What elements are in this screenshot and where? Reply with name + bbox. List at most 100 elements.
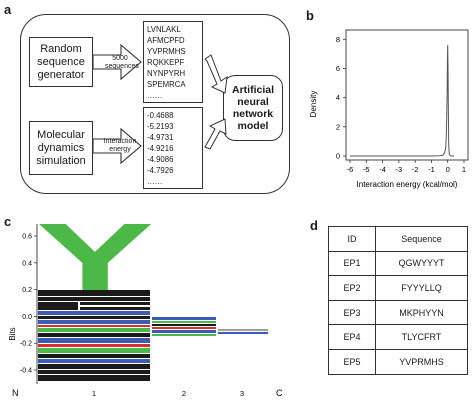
table-row: EP4 TLYCFRT — [328, 324, 468, 350]
random-generator-box: Random sequence generator — [29, 37, 93, 87]
header-id: ID — [328, 226, 376, 252]
arrow-bottom-label: Interaction energy — [103, 138, 137, 153]
logo-letter-band — [38, 354, 150, 358]
logo-letter-band — [152, 324, 216, 326]
energy-item: -0.4688 — [147, 111, 174, 120]
x-tick-label: -6 — [347, 165, 354, 174]
cell-id: EP5 — [328, 348, 376, 375]
header-sequence: Sequence — [375, 226, 468, 252]
logo-letter-band — [38, 311, 150, 315]
y-tick-label: 0.4 — [22, 260, 32, 267]
arrow-shape — [204, 54, 228, 94]
logo-letter-band — [38, 348, 150, 353]
panel-b-letter: b — [306, 8, 314, 23]
cell-id: EP3 — [328, 299, 376, 326]
arrow-top-label: 5000 sequences — [105, 55, 139, 70]
logo-letter-band — [38, 328, 150, 332]
logo-letter-band — [38, 302, 78, 310]
logo-letter-band — [38, 316, 150, 319]
logo-letter-band — [38, 375, 150, 381]
logo-letter-band — [38, 364, 150, 369]
cell-sequence: YVPRMHS — [375, 348, 468, 375]
n-terminus-label: N — [12, 388, 19, 396]
logo-letter-band — [38, 333, 150, 337]
logo-letter-band — [152, 317, 216, 320]
sequence-item: …… — [147, 91, 163, 100]
cell-sequence: TLYCFRT — [375, 324, 468, 350]
logo-letter-band — [38, 359, 150, 363]
logo-letter-band — [38, 325, 150, 327]
x-tick-label: -3 — [396, 165, 403, 174]
y-tick-label: 2 — [336, 122, 340, 131]
cell-id: EP1 — [328, 250, 376, 277]
sequence-item: LVNLAKL — [147, 25, 181, 34]
cell-id: EP2 — [328, 275, 376, 301]
panel-d-letter: d — [310, 218, 318, 233]
logo-letter-band — [38, 344, 150, 347]
logo-letter-band — [80, 307, 150, 310]
density-curve — [350, 45, 455, 157]
table-row: EP5 YVPRMHS — [328, 348, 468, 375]
c-terminus-label: C — [276, 388, 283, 396]
y-axis-label: Density — [309, 91, 318, 118]
plot-frame — [345, 29, 469, 161]
md-simulation-box: Molecular dynamics simulation — [29, 121, 93, 175]
table-row: EP3 MKPHYYN — [328, 299, 468, 326]
arrow-shape — [204, 118, 227, 150]
logo-letter-band — [38, 297, 150, 301]
panel-a-letter: a — [4, 2, 12, 17]
y-tick-label: 8 — [336, 35, 340, 44]
cell-sequence: QGWYYYT — [375, 250, 468, 277]
cell-sequence: MKPHYYN — [375, 299, 468, 326]
cell-id: EP4 — [328, 324, 376, 350]
cell-sequence: FYYYLLQ — [375, 275, 468, 301]
energy-item: -4.7926 — [147, 166, 174, 175]
y-tick-label: -0.4 — [20, 368, 32, 375]
logo-letter-band — [152, 334, 216, 336]
logo-letter-band — [38, 290, 150, 296]
sequence-item: RQKKEPF — [147, 58, 185, 67]
y-axis-label: Bits — [8, 327, 17, 340]
ann-model-label: Artificial neural network model — [231, 84, 274, 132]
sequence-list: LVNLAKL AFMCPFD YVPRMHS RQKKEPF NYNPYRH … — [143, 21, 203, 103]
panel-c-letter: c — [4, 214, 12, 229]
ann-model-box: Artificial neural network model — [223, 75, 283, 141]
logo-letter-band — [38, 320, 150, 324]
y-tick-label: -0.2 — [20, 341, 32, 348]
logo-letter-band — [152, 321, 216, 323]
y-tick-label: 0.2 — [22, 287, 32, 294]
table-header-row: ID Sequence — [328, 226, 468, 252]
energy-item: …… — [147, 177, 163, 186]
energy-item: -4.9216 — [147, 144, 174, 153]
position-label: 1 — [92, 389, 96, 396]
y-tick-label: 0.0 — [22, 314, 32, 321]
sequence-item: AFMCPFD — [147, 36, 185, 45]
logo-letter-band — [218, 332, 268, 334]
logo-letter-band — [38, 370, 150, 374]
md-simulation-label: Molecular dynamics simulation — [36, 128, 86, 167]
random-generator-label: Random sequence generator — [37, 42, 85, 81]
logo-letter-band — [152, 327, 216, 329]
y-tick-label: 4 — [336, 93, 340, 102]
sequence-table: ID Sequence EP1 QGWYYYT EP2 FYYYLLQ EP3 … — [328, 226, 468, 375]
x-tick-label: -4 — [379, 165, 386, 174]
x-tick-label: -1 — [428, 165, 435, 174]
x-tick-label: 0 — [446, 165, 450, 174]
position-label: 3 — [240, 389, 244, 396]
energy-item: -5.2193 — [147, 122, 174, 131]
logo-letter-band — [38, 338, 150, 343]
table-row: EP1 QGWYYYT — [328, 250, 468, 277]
logo-letter-band — [152, 330, 216, 333]
arrows-layer — [92, 43, 228, 165]
logo-letter-band — [218, 329, 268, 331]
table-row: EP2 FYYYLLQ — [328, 275, 468, 301]
energy-item: -4.9731 — [147, 133, 174, 142]
energy-list: -0.4688 -5.2193 -4.9731 -4.9216 -4.9086 … — [143, 107, 203, 189]
y-tick-label: 6 — [336, 64, 340, 73]
x-tick-label: -5 — [363, 165, 370, 174]
logo-stack-layer: Y — [36, 218, 268, 381]
x-axis-label: Interaction energy (kcal/mol) — [357, 180, 458, 189]
logo-letter-band — [80, 302, 150, 305]
